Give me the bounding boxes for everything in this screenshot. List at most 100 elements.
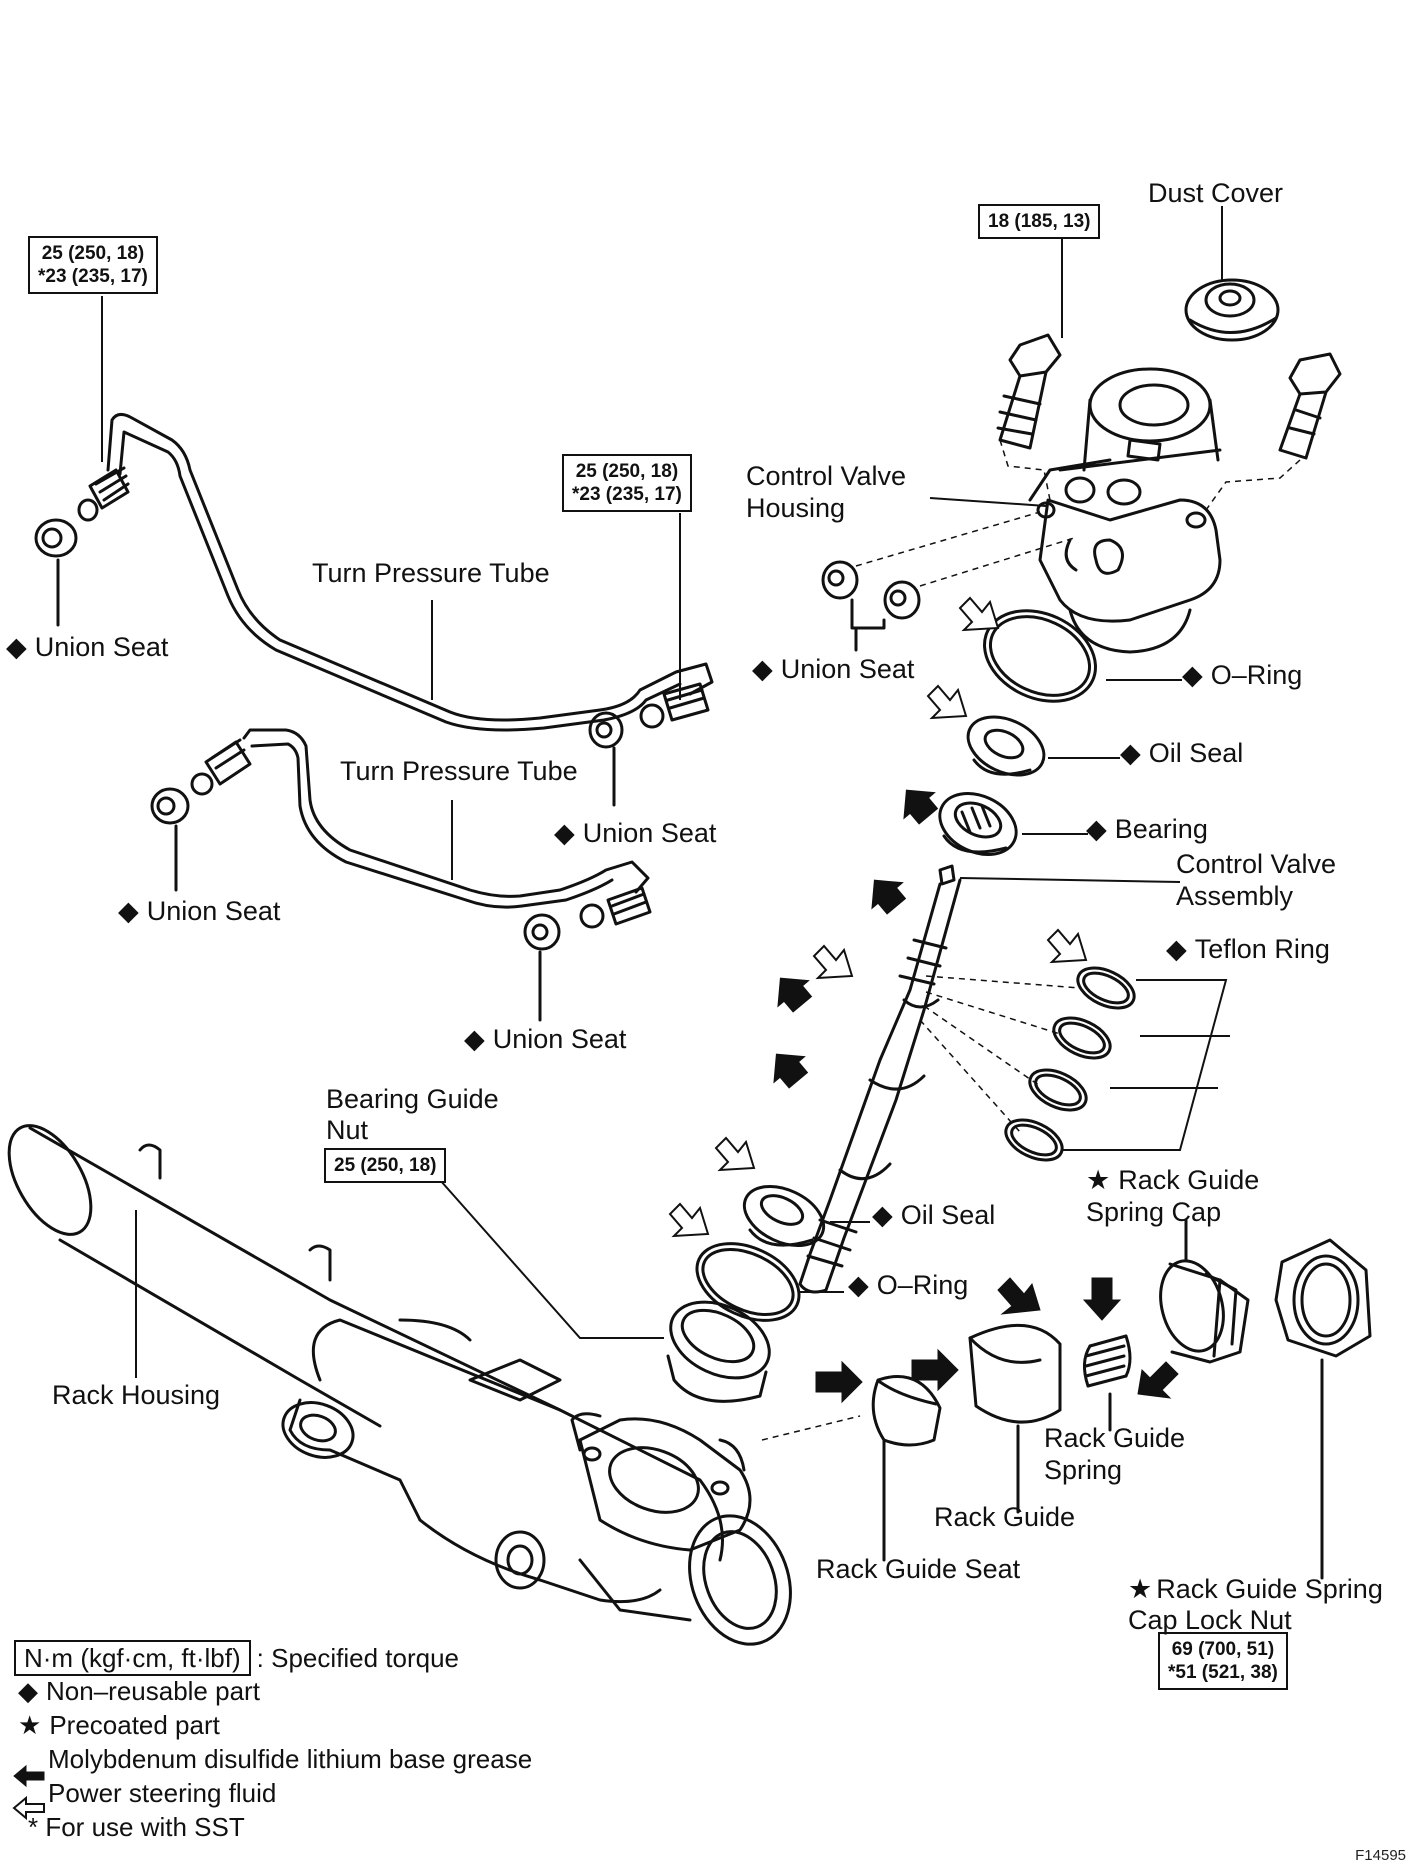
label-rack-guide-text: Rack Guide <box>934 1502 1076 1532</box>
non-reusable-mark-icon: ◆ <box>1086 814 1107 844</box>
grease-arrow-icon <box>871 879 907 915</box>
label-control-valve-housing-text: Control Valve Housing <box>746 461 907 523</box>
label-rack-guide-spring-cap-lock-nut: ★Rack Guide Spring Cap Lock Nut <box>1128 1574 1383 1636</box>
turn-pressure-tube-2 <box>242 728 650 909</box>
label-rack-housing: Rack Housing <box>52 1380 220 1410</box>
housing-bolt-left <box>996 333 1062 450</box>
label-union-seat-tube1: ◆Union Seat <box>554 818 716 848</box>
oil-seal-top-part <box>966 715 1046 777</box>
precoated-mark-icon: ★ <box>1086 1165 1111 1195</box>
figure-code: F14595 <box>1355 1847 1406 1864</box>
non-reusable-mark-icon: ◆ <box>464 1024 485 1054</box>
label-union-seat-left-top-text: Union Seat <box>34 632 169 662</box>
precoated-mark-icon: ★ <box>1128 1574 1153 1604</box>
label-oil-seal-top: ◆Oil Seal <box>1120 738 1243 768</box>
teflon-rings-part <box>1004 966 1136 1162</box>
grease-arrow-icon <box>903 789 939 825</box>
torque-lock-nut: 69 (700, 51) *51 (521, 38) <box>1158 1632 1288 1690</box>
fluid-arrow-icon <box>1046 928 1088 964</box>
o-ring-top-part <box>983 609 1097 703</box>
oil-seal-bottom-part <box>742 1184 826 1248</box>
non-reusable-mark-icon: ◆ <box>848 1270 869 1300</box>
fluid-arrow-icon <box>668 1202 710 1238</box>
rack-guide-spring-part <box>1083 1334 1132 1432</box>
label-o-ring-top: ◆O–Ring <box>1182 660 1302 690</box>
non-reusable-mark-icon: ◆ <box>18 1676 38 1706</box>
tube1-right-fitting <box>588 682 710 807</box>
label-union-seat-housing: ◆Union Seat <box>752 654 914 684</box>
non-reusable-mark-icon: ◆ <box>1166 934 1187 964</box>
label-union-seat-housing-text: Union Seat <box>780 654 915 684</box>
fluid-arrow-icon <box>812 944 854 980</box>
legend-sst-text: * For use with SST <box>28 1812 245 1842</box>
label-control-valve-assembly: Control Valve Assembly <box>1176 848 1336 912</box>
label-dust-cover-text: Dust Cover <box>1148 178 1284 208</box>
grease-arrow-icon <box>997 1277 1041 1315</box>
label-oil-seal-bottom-text: Oil Seal <box>900 1200 996 1230</box>
grease-arrow-icon <box>1082 1277 1122 1321</box>
torque-tube1-left: 25 (250, 18) *23 (235, 17) <box>28 236 158 294</box>
label-turn-pressure-tube-2-text: Turn Pressure Tube <box>340 756 578 786</box>
legend-fluid-row: Power steering fluid <box>14 1776 532 1810</box>
bearing-part <box>938 792 1018 856</box>
tube2-right-fitting <box>523 886 652 1022</box>
label-rack-guide-spring-cap-lock-nut-text: Rack Guide Spring Cap Lock Nut <box>1128 1574 1383 1635</box>
label-rack-guide-spring-text: Rack Guide Spring <box>1044 1423 1186 1485</box>
label-union-seat-left-top: ◆Union Seat <box>6 632 168 662</box>
label-turn-pressure-tube-2: Turn Pressure Tube <box>340 756 578 786</box>
torque-lock-nut-text: 69 (700, 51) *51 (521, 38) <box>1168 1639 1278 1683</box>
label-union-seat-tube1-text: Union Seat <box>582 818 717 848</box>
legend-precoated-text: Precoated part <box>49 1710 220 1740</box>
non-reusable-mark-icon: ◆ <box>6 632 27 662</box>
legend: N·m (kgf·cm, ft·lbf): Specified torque ◆… <box>14 1640 532 1844</box>
torque-housing-bolt: 18 (185, 13) <box>978 204 1101 239</box>
label-rack-guide-spring-cap-text: Rack Guide Spring Cap <box>1086 1165 1260 1227</box>
non-reusable-mark-icon: ◆ <box>1182 660 1203 690</box>
legend-torque-box: N·m (kgf·cm, ft·lbf) <box>14 1640 251 1676</box>
label-bearing-guide-nut-text: Bearing Guide Nut <box>326 1084 499 1145</box>
grease-arrow-icon <box>815 1360 863 1404</box>
torque-bearing-guide-nut: 25 (250, 18) <box>324 1148 447 1183</box>
legend-fluid-text: Power steering fluid <box>48 1778 277 1808</box>
label-rack-housing-text: Rack Housing <box>52 1380 221 1410</box>
union-seat-left-top-part <box>34 518 78 627</box>
legend-non-reusable-row: ◆Non–reusable part <box>14 1674 532 1708</box>
legend-precoated-row: ★Precoated part <box>14 1708 532 1742</box>
grease-arrow-icon <box>911 1348 959 1392</box>
non-reusable-mark-icon: ◆ <box>554 818 575 848</box>
label-rack-guide-seat: Rack Guide Seat <box>816 1554 1020 1584</box>
fluid-arrow-icon <box>714 1136 756 1172</box>
label-union-seat-left-mid-text: Union Seat <box>146 896 281 926</box>
rack-guide-part <box>968 1323 1062 1514</box>
rack-guide-seat-part <box>871 1375 942 1562</box>
housing-bolt-right <box>1278 352 1342 460</box>
label-control-valve-housing: Control Valve Housing <box>746 460 906 524</box>
non-reusable-mark-icon: ◆ <box>752 654 773 684</box>
o-ring-bottom-part <box>695 1242 801 1322</box>
label-rack-guide: Rack Guide <box>934 1502 1075 1532</box>
label-bearing: ◆Bearing <box>1086 814 1208 844</box>
label-bearing-guide-nut: Bearing Guide Nut <box>326 1084 499 1146</box>
label-control-valve-assembly-text: Control Valve Assembly <box>1176 849 1337 911</box>
torque-tube1-right: 25 (250, 18) *23 (235, 17) <box>562 454 692 512</box>
tube2-left-fitting <box>150 738 252 892</box>
rack-guide-spring-cap-part <box>1159 1218 1250 1364</box>
label-union-seat-tube2-text: Union Seat <box>492 1024 627 1054</box>
label-union-seat-left-mid: ◆Union Seat <box>118 896 280 926</box>
legend-torque-desc: : Specified torque <box>256 1643 460 1673</box>
label-o-ring-bottom: ◆O–Ring <box>848 1270 968 1300</box>
grease-arrow-icon <box>777 977 813 1013</box>
housing-union-seats <box>821 560 921 652</box>
tube1-left-fitting <box>77 466 130 522</box>
rack-housing-part <box>7 1124 792 1646</box>
bearing-guide-nut-part <box>666 1300 771 1403</box>
lock-nut-part <box>1274 1238 1372 1580</box>
control-valve-housing-part <box>1028 367 1222 654</box>
torque-tube1-right-text: 25 (250, 18) *23 (235, 17) <box>572 461 682 505</box>
fluid-arrow-icon <box>926 684 968 720</box>
torque-housing-bolt-text: 18 (185, 13) <box>988 211 1091 232</box>
legend-grease-row: Molybdenum disulfide lithium base grease <box>14 1742 532 1776</box>
label-o-ring-bottom-text: O–Ring <box>876 1270 969 1300</box>
